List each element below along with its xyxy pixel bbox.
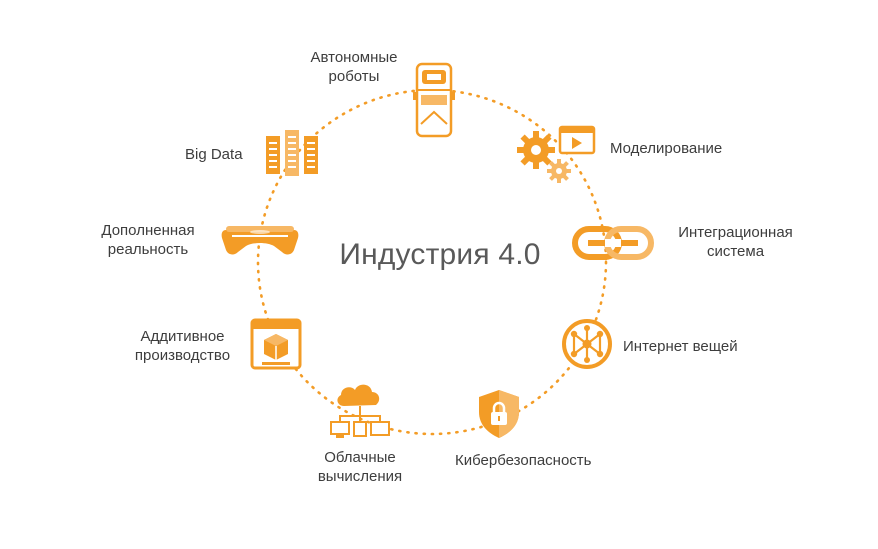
center-title: Индустрия 4.0 xyxy=(339,238,541,271)
label-integration-system: Интеграционная система xyxy=(678,224,793,260)
label-autonomous-robots: Автономные роботы xyxy=(310,49,398,85)
label-big-data: Big Data xyxy=(185,146,243,163)
truck-icon xyxy=(413,62,455,138)
label-modeling: Моделирование xyxy=(610,140,723,157)
3d-printer-icon xyxy=(250,318,302,370)
label-internet-of-things: Интернет вещей xyxy=(623,338,738,355)
label-augmented-reality: Дополненная реальность xyxy=(101,222,195,258)
network-globe-icon xyxy=(562,319,612,369)
label-additive-manufacturing: Аддитивное производство xyxy=(134,328,231,364)
vr-headset-icon xyxy=(221,226,299,255)
label-cloud-computing: Облачные вычисления xyxy=(317,449,403,485)
server-rack-icon xyxy=(266,130,318,176)
chain-link-icon xyxy=(572,226,654,260)
label-cybersecurity: Кибербезопасность xyxy=(455,452,592,469)
gears-icon xyxy=(517,125,596,183)
cloud-icon xyxy=(330,384,390,438)
shield-lock-icon xyxy=(479,390,519,438)
